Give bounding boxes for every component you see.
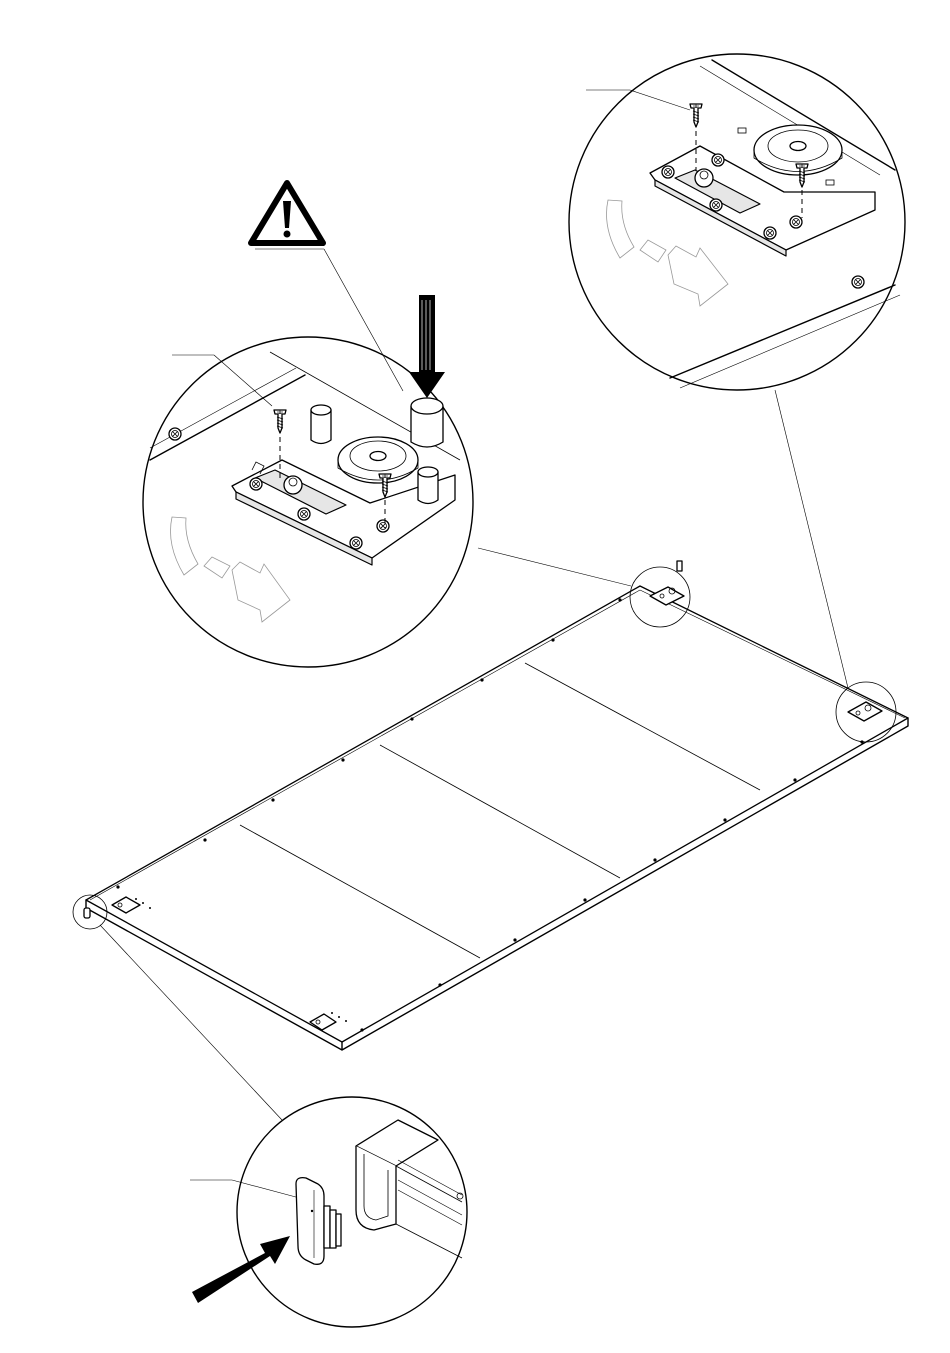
- screw: [274, 410, 286, 433]
- spacer-bushing: [411, 398, 443, 447]
- detail-circle-right-corner: [569, 54, 905, 390]
- frame-rail: [356, 1120, 463, 1258]
- screw: [690, 104, 702, 127]
- main-panel: [84, 561, 908, 1050]
- screw: [379, 474, 391, 497]
- end-cap: [296, 1178, 341, 1265]
- spacer-bushing: [418, 467, 438, 504]
- press-down-arrow-icon: [409, 295, 445, 398]
- rotation-arrow-icon: [171, 517, 291, 622]
- detail-circle-end-cap: [237, 1097, 467, 1327]
- push-arrow-icon: [192, 1236, 290, 1303]
- end-cap-small: [84, 908, 90, 918]
- warning-triangle-icon: [251, 183, 323, 243]
- spacer-bushing: [311, 405, 331, 444]
